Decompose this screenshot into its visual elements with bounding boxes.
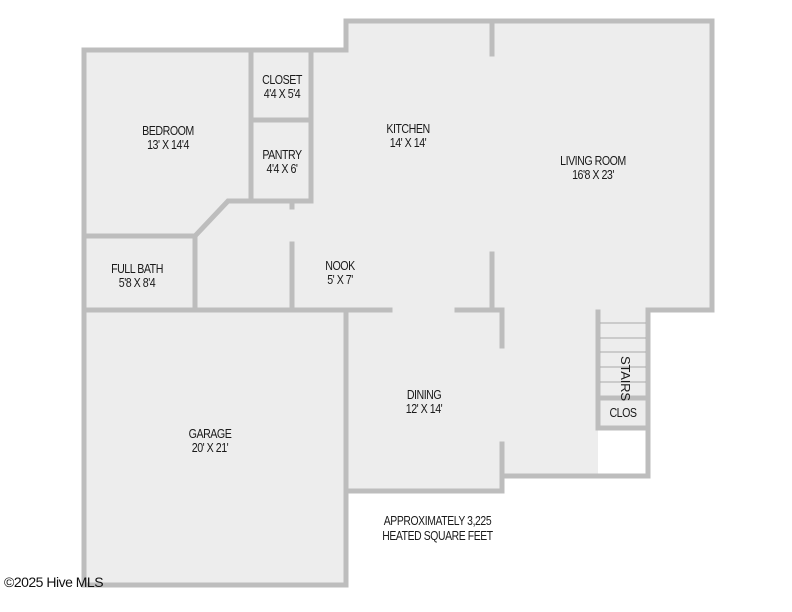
room-name: FULL BATH: [111, 261, 163, 276]
room-dims: 5'8 X 8'4: [118, 275, 156, 290]
room-name: BEDROOM: [142, 123, 194, 138]
room-dims: 13' X 14'4: [147, 137, 189, 152]
room-label-full-bath: FULL BATH 5'8 X 8'4: [96, 262, 178, 290]
room-name: LIVING ROOM: [560, 153, 626, 168]
area-note-line1: APPROXIMATELY 3,225: [383, 513, 492, 528]
outer-wall: [81, 18, 715, 313]
room-label-pantry: PANTRY 4'4 X 6': [257, 148, 306, 176]
room-name: KITCHEN: [386, 121, 430, 136]
room-label-closet: CLOSET 4'4 X 5'4: [257, 73, 306, 101]
room-label-garage: GARAGE 20' X 21': [177, 427, 243, 455]
clos-label: CLOS: [604, 406, 642, 420]
room-name: CLOSET: [262, 72, 302, 87]
room-label-bedroom: BEDROOM 13' X 14'4: [127, 124, 209, 152]
room-dims: 4'4 X 5'4: [263, 86, 301, 101]
room-dims: 16'8 X 23': [572, 167, 614, 182]
room-name: PANTRY: [262, 147, 302, 162]
room-dims: 4'4 X 6': [266, 161, 298, 176]
stair-treads: [600, 322, 646, 383]
area-note-line2: HEATED SQUARE FEET: [382, 528, 493, 543]
room-name: GARAGE: [188, 426, 232, 441]
room-dims: 5' X 7': [327, 272, 353, 287]
room-dims: 12' X 14': [405, 401, 443, 416]
floor-fill: [84, 21, 712, 585]
clos-name: CLOS: [609, 405, 637, 420]
room-label-dining: DINING 12' X 14': [391, 388, 457, 416]
room-name: NOOK: [325, 258, 355, 273]
room-label-living-room: LIVING ROOM 16'8 X 23': [552, 154, 634, 182]
copyright-watermark: ©2025 Hive MLS: [4, 574, 104, 590]
room-name: DINING: [406, 387, 442, 402]
walls: [81, 18, 715, 588]
room-dims: 14' X 14': [389, 135, 427, 150]
area-note: APPROXIMATELY 3,225 HEATED SQUARE FEET: [352, 513, 524, 543]
room-label-nook: NOOK 5' X 7': [307, 259, 373, 287]
room-dims: 20' X 21': [191, 440, 229, 455]
stairs-label: STAIRS: [618, 356, 633, 401]
room-label-kitchen: KITCHEN 14' X 14': [367, 122, 449, 150]
